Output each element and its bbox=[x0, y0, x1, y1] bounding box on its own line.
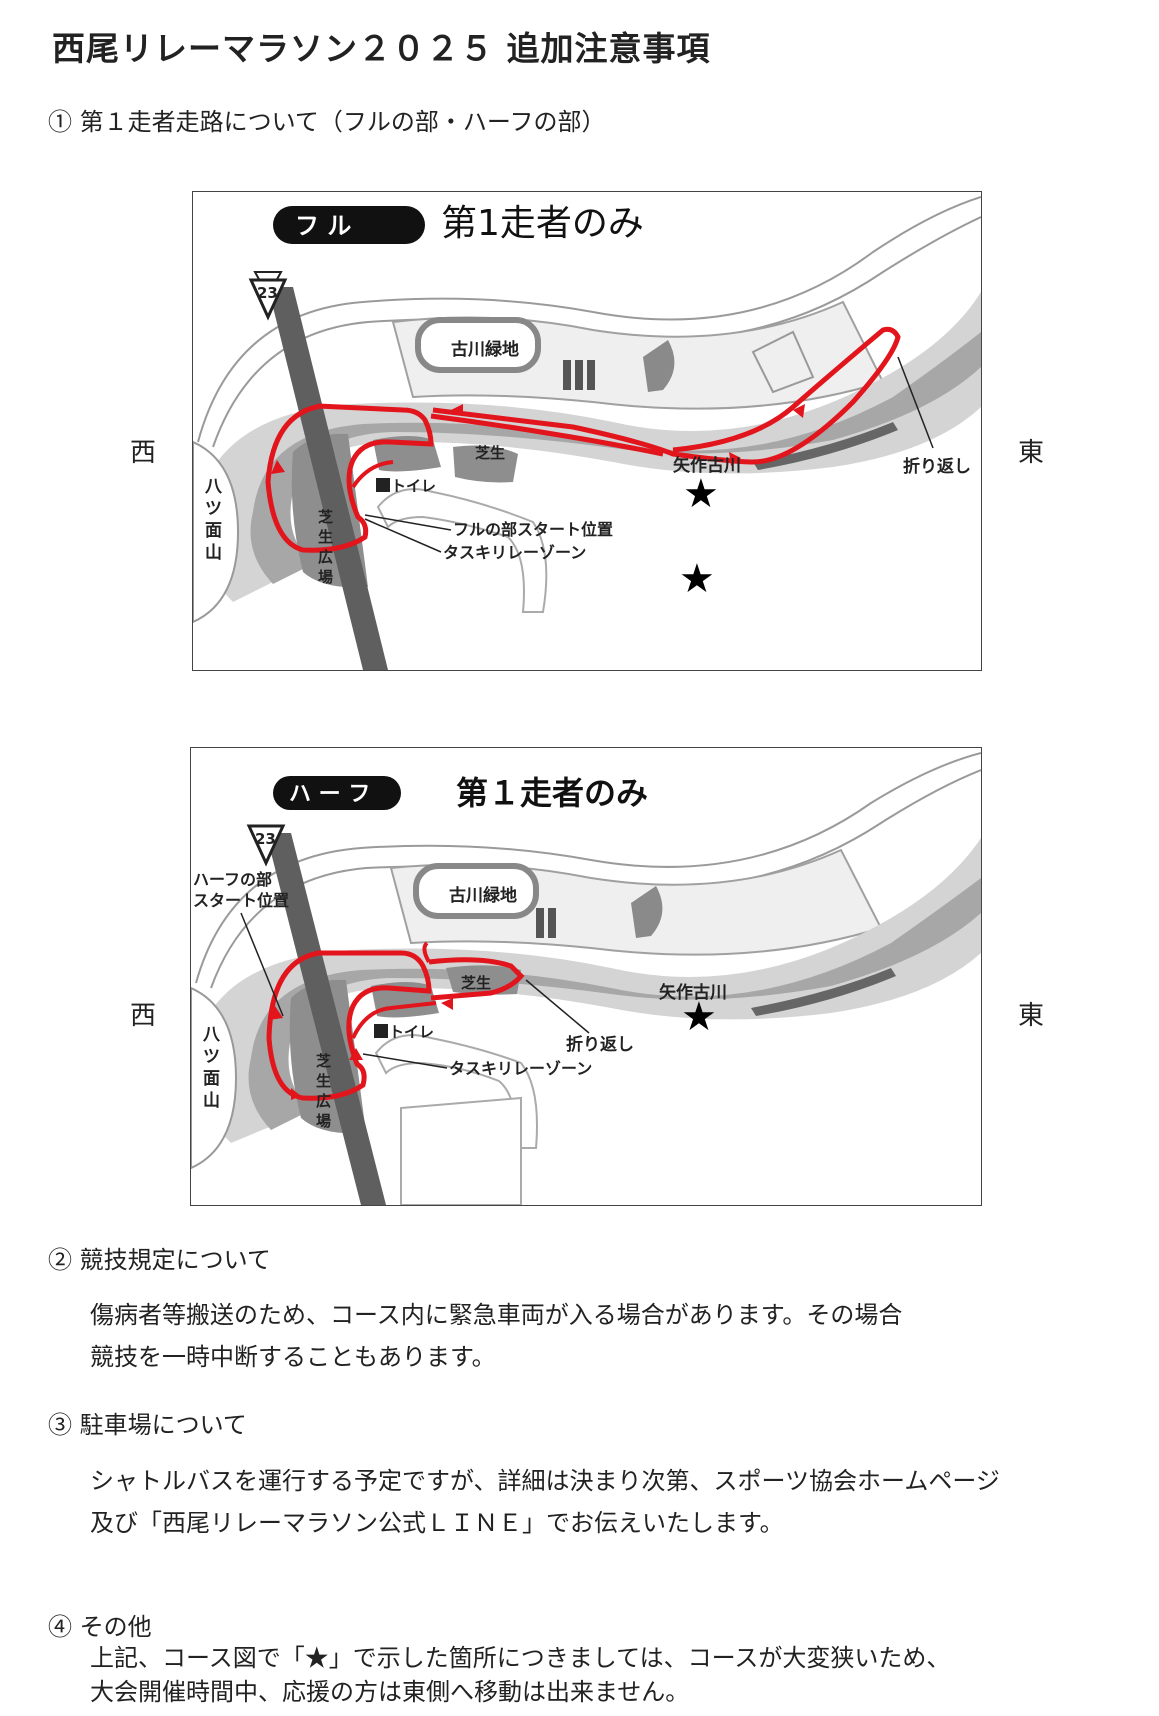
star-marker-2: ★ bbox=[679, 556, 715, 602]
full-start-label: フルの部スタート位置 bbox=[453, 520, 613, 539]
relay-zone-label: タスキリレーゾーン bbox=[449, 1059, 592, 1078]
route-23-label: 23 bbox=[257, 284, 278, 302]
plaza-label-3: 広 bbox=[318, 548, 333, 566]
full-badge: フ ル bbox=[295, 212, 351, 240]
section2-line1: 傷病者等搬送のため、コース内に緊急車両が入る場合があります。その場合 bbox=[90, 1301, 903, 1329]
half-start-label-2: スタート位置 bbox=[193, 891, 289, 910]
hill-label-3: 面 bbox=[205, 521, 222, 541]
star-marker: ★ bbox=[681, 994, 717, 1040]
section4-line2: 大会開催時間中、応援の方は東側へ移動は出来ません。 bbox=[90, 1678, 690, 1706]
east-label-half: 東 bbox=[1018, 1001, 1045, 1031]
hill-label-4: 山 bbox=[203, 1091, 220, 1111]
east-label-full: 東 bbox=[1018, 438, 1045, 468]
half-badge: ハ ー フ bbox=[289, 782, 370, 807]
section2-line2: 競技を一時中断することもあります。 bbox=[90, 1343, 496, 1371]
section2-body: 傷病者等搬送のため、コース内に緊急車両が入る場合があります。その場合 競技を一時… bbox=[90, 1294, 902, 1378]
section1-heading: ① 第１走者走路について（フルの部・ハーフの部） bbox=[48, 108, 606, 136]
section3-heading: ③ 駐車場について bbox=[48, 1411, 247, 1439]
plaza-label-1: 芝 bbox=[316, 1052, 331, 1070]
lawn-label: 芝生 bbox=[461, 974, 491, 992]
toilet-label: トイレ bbox=[391, 477, 436, 495]
plaza-label-4: 場 bbox=[318, 568, 333, 586]
plaza-label-1: 芝 bbox=[318, 508, 333, 526]
half-course-map: 八 ツ 面 山 23 古川緑地 芝生 矢作古川 折り返し トイレ タスキリレーゾ… bbox=[190, 747, 982, 1206]
half-map-heading: 第１走者のみ bbox=[456, 774, 648, 812]
river-label: 矢作古川 bbox=[673, 455, 741, 476]
plaza-label-2: 生 bbox=[316, 1072, 331, 1090]
full-map-heading: 第1走者のみ bbox=[441, 203, 644, 244]
park-label: 古川緑地 bbox=[449, 885, 517, 906]
half-course-map-svg: 八 ツ 面 山 23 古川緑地 芝生 矢作古川 折り返し トイレ タスキリレーゾ… bbox=[191, 752, 981, 1205]
turnaround-label: 折り返し bbox=[566, 1034, 634, 1055]
section4-line1: 上記、コース図で「★」で示した箇所につきましては、コースが大変狭いため、 bbox=[90, 1644, 951, 1672]
hill-label-1: 八 bbox=[205, 477, 223, 497]
star-marker-1: ★ bbox=[683, 471, 719, 517]
section4-body: 上記、コース図で「★」で示した箇所につきましては、コースが大変狭いため、 大会開… bbox=[90, 1641, 950, 1709]
river-label: 矢作古川 bbox=[659, 982, 727, 1003]
half-start-label-1: ハーフの部 bbox=[193, 870, 272, 889]
plaza-label-2: 生 bbox=[318, 528, 333, 546]
section2-heading: ② 競技規定について bbox=[48, 1246, 271, 1274]
full-course-map-svg: 八 ツ 面 山 23 古川緑地 芝生 矢作古川 折り返し トイレ フルの部スター… bbox=[193, 196, 981, 670]
west-label-full: 西 bbox=[130, 438, 157, 468]
hill-label-2: ツ bbox=[205, 499, 222, 519]
plaza-label-4: 場 bbox=[316, 1112, 331, 1130]
page-title: 西尾リレーマラソン２０２５ 追加注意事項 bbox=[52, 29, 711, 68]
hill-label-4: 山 bbox=[205, 543, 222, 563]
section3-line2: 及び「西尾リレーマラソン公式ＬＩＮＥ」でお伝えいたします。 bbox=[90, 1509, 784, 1537]
hill-label-3: 面 bbox=[203, 1069, 220, 1089]
plaza-label-3: 広 bbox=[316, 1092, 331, 1110]
section3-line1: シャトルバスを運行する予定ですが、詳細は決まり次第、スポーツ協会ホームページ bbox=[90, 1467, 1000, 1495]
toilet-label: トイレ bbox=[389, 1023, 434, 1041]
hill-label-1: 八 bbox=[203, 1025, 221, 1045]
section3-body: シャトルバスを運行する予定ですが、詳細は決まり次第、スポーツ協会ホームページ 及… bbox=[90, 1460, 1000, 1544]
full-course-map: 八 ツ 面 山 23 古川緑地 芝生 矢作古川 折り返し トイレ フルの部スター… bbox=[192, 191, 982, 671]
hill-label-2: ツ bbox=[203, 1047, 220, 1067]
lawn-label: 芝生 bbox=[475, 444, 505, 462]
relay-zone-label: タスキリレーゾーン bbox=[443, 543, 586, 562]
turnaround-label: 折り返し bbox=[903, 456, 971, 477]
route-23-label: 23 bbox=[255, 830, 276, 848]
park-label: 古川緑地 bbox=[451, 339, 519, 360]
section4-heading: ④ その他 bbox=[48, 1613, 152, 1641]
west-label-half: 西 bbox=[130, 1001, 157, 1031]
